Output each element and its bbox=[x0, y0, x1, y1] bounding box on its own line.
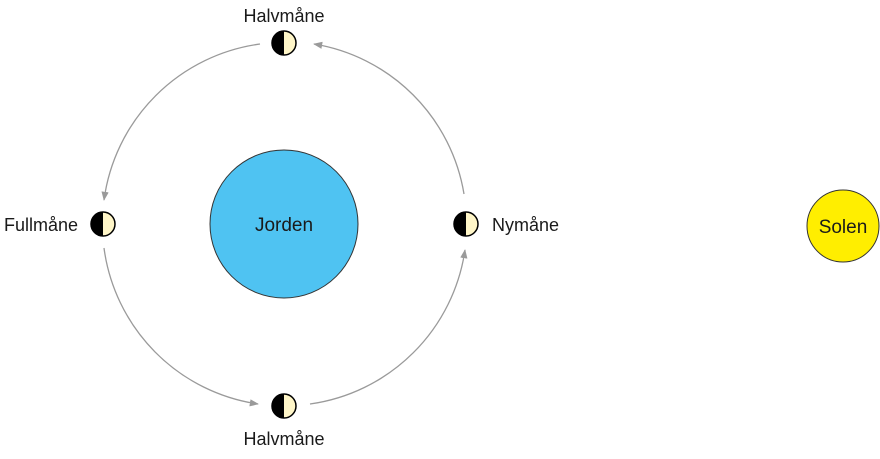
earth-circle bbox=[209, 149, 359, 299]
moon-top: Halvmåne bbox=[243, 6, 325, 56]
orbit-arrow-top-to-left bbox=[101, 43, 261, 201]
earth-label: Jorden bbox=[255, 215, 313, 236]
half-moon-icon bbox=[90, 211, 116, 237]
phase-label-bottom: Halvmåne bbox=[243, 429, 324, 449]
phase-label-top: Halvmåne bbox=[243, 6, 324, 26]
sun-circle bbox=[806, 189, 880, 263]
half-moon-icon bbox=[453, 211, 479, 237]
orbit-arrow-left-to-bottom bbox=[103, 247, 259, 407]
moon-right: Nymåne bbox=[453, 211, 559, 237]
half-moon-icon bbox=[271, 393, 297, 419]
phase-label-right: Nymåne bbox=[492, 215, 559, 235]
earth: Jorden bbox=[209, 149, 359, 299]
sun-label: Solen bbox=[819, 217, 868, 238]
phase-label-left: Fullmåne bbox=[4, 215, 78, 235]
moon-left: Fullmåne bbox=[4, 211, 116, 237]
orbit-arrow-bottom-to-right bbox=[309, 249, 468, 405]
sun: Solen bbox=[806, 189, 880, 263]
orbit-arrow-right-to-top bbox=[313, 41, 465, 195]
orbit bbox=[101, 41, 468, 407]
moon-bottom: Halvmåne bbox=[243, 393, 325, 449]
half-moon-icon bbox=[271, 30, 297, 56]
